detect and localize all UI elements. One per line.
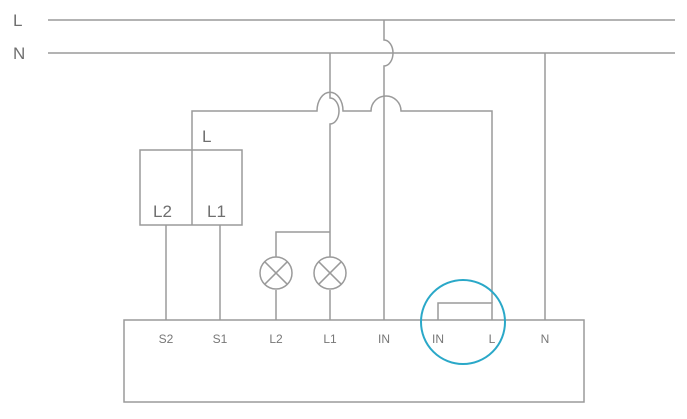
switch-label-l2: L2	[153, 202, 172, 221]
terminal-n: N	[541, 332, 550, 346]
terminal-l2: L2	[269, 332, 283, 346]
rail-label-l: L	[13, 11, 22, 30]
switch-label-l1: L1	[207, 202, 226, 221]
rail-label-n: N	[13, 44, 25, 63]
terminal-l1: L1	[323, 332, 337, 346]
terminal-s2: S2	[159, 332, 174, 346]
module-box	[123, 319, 585, 403]
terminal-in-2: IN	[432, 332, 444, 346]
terminal-s1: S1	[213, 332, 228, 346]
switch-label-l: L	[202, 127, 211, 146]
terminal-in: IN	[378, 332, 390, 346]
terminal-l: L	[489, 332, 496, 346]
wire-l-feed	[383, 20, 394, 320]
highlight-circle	[420, 279, 506, 365]
switch-box	[139, 149, 243, 226]
wire-switch-feed	[191, 91, 493, 303]
bridge-in-l	[437, 302, 493, 320]
lamp-icon	[259, 256, 293, 290]
lamp-icon	[313, 256, 347, 290]
wire-lamps	[275, 231, 331, 320]
wire-n-lamps	[329, 53, 340, 232]
